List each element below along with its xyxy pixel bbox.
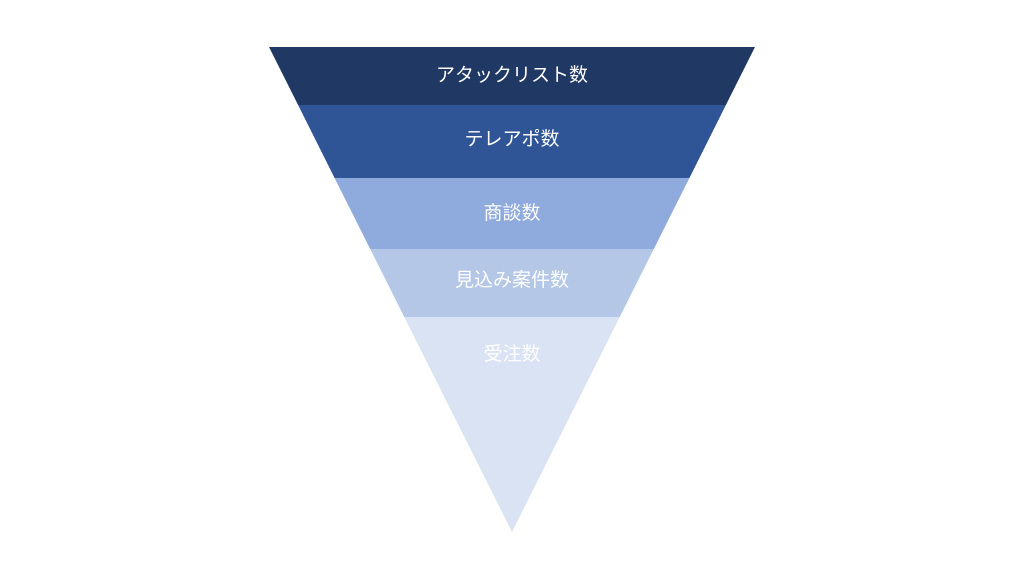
funnel-stage-negotiation [334, 178, 690, 249]
funnel-stage-attack-list [269, 47, 755, 105]
funnel-stage-prospect [370, 249, 654, 317]
funnel-stage-label-attack-list: アタックリスト数 [436, 64, 588, 86]
funnel-stage-tele-appointment [298, 105, 726, 178]
funnel-stage-label-tele-appointment: テレアポ数 [464, 128, 559, 150]
funnel-stage-label-prospect: 見込み案件数 [455, 269, 569, 291]
funnel-stage-label-negotiation: 商談数 [483, 202, 540, 224]
funnel-stage-order [404, 317, 620, 532]
funnel-stage-label-order: 受注数 [483, 343, 540, 365]
